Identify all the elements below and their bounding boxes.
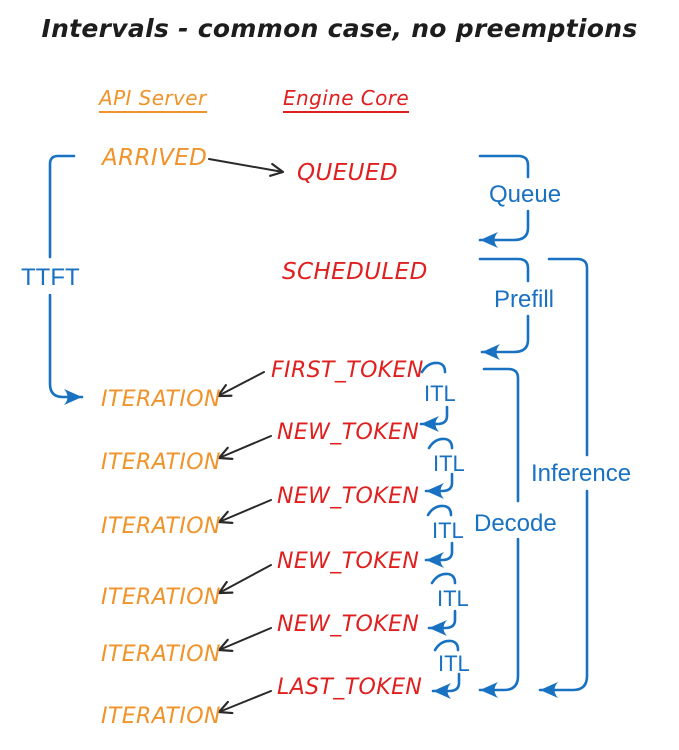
itl-label-5: ITL: [438, 651, 470, 676]
column-header-api-server: API Server: [99, 88, 207, 113]
itl-hooks: [420, 361, 460, 652]
event-iteration-1: ITERATION: [101, 387, 221, 412]
ttft-bracket: [48, 154, 84, 405]
event-last-token: LAST_TOKEN: [277, 675, 423, 700]
event-iteration-4: ITERATION: [101, 585, 221, 610]
event-iteration-2: ITERATION: [101, 450, 221, 475]
interval-label-ttft: TTFT: [21, 264, 80, 291]
queue-bracket: [478, 154, 530, 248]
itl-return-arrows: [419, 405, 461, 699]
column-header-engine-core: Engine Core: [283, 88, 410, 113]
event-new-token-1: NEW_TOKEN: [277, 420, 420, 445]
diagram-title: Intervals - common case, no preemptions: [41, 14, 638, 43]
event-scheduled: SCHEDULED: [282, 259, 428, 285]
token-to-iteration-arrows: [216, 371, 272, 715]
itl-label-4: ITL: [437, 586, 469, 611]
event-new-token-4: NEW_TOKEN: [277, 612, 420, 637]
prefill-bracket: [478, 257, 530, 360]
inference-bracket: [538, 257, 589, 698]
event-first-token: FIRST_TOKEN: [271, 358, 424, 383]
arrived-to-queued-arrow: [208, 158, 285, 177]
event-iteration-5: ITERATION: [101, 642, 221, 667]
interval-label-decode: Decode: [474, 510, 557, 537]
event-queued: QUEUED: [297, 160, 398, 186]
event-new-token-2: NEW_TOKEN: [277, 484, 420, 509]
interval-label-queue: Queue: [489, 181, 562, 208]
itl-label-1: ITL: [424, 381, 456, 406]
itl-label-2: ITL: [433, 451, 465, 476]
interval-label-prefill: Prefill: [494, 286, 555, 313]
event-new-token-3: NEW_TOKEN: [277, 549, 420, 574]
event-arrived: ARRIVED: [102, 145, 208, 171]
decode-bracket: [478, 367, 520, 698]
event-iteration-6: ITERATION: [101, 704, 221, 729]
interval-label-inference: Inference: [531, 460, 632, 487]
itl-label-3: ITL: [432, 518, 464, 543]
event-iteration-3: ITERATION: [101, 514, 221, 539]
